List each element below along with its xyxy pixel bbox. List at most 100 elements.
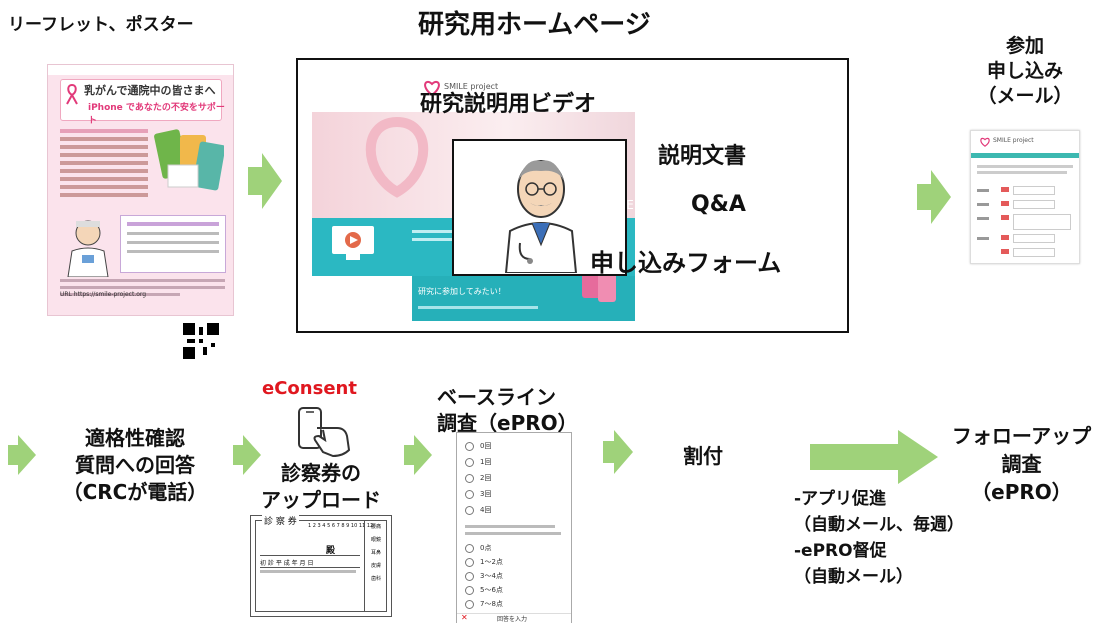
qa-label: Q&A [691,192,746,217]
eligibility-line1: 適格性確認 [85,426,185,450]
upload-line2: アップロード [261,488,381,512]
leaflet-participant-box [120,215,226,273]
monitor-play-icon [332,226,374,260]
form-text-line [977,165,1073,168]
epro-footer-bar: ✕ 回答を入力 [457,613,571,623]
leaflet-title-box [60,79,222,121]
side-label-4: 歯科 [370,576,381,582]
epro-option[interactable]: 4回 [465,505,491,515]
form-textarea[interactable] [1013,214,1071,230]
epro-option[interactable]: 0点 [465,543,491,553]
leaflet-heading: リーフレット、ポスター [8,15,194,35]
form-input[interactable] [1013,186,1055,195]
participation-label: 参加 申し込み （メール） [960,34,1090,109]
required-badge [1001,215,1009,220]
smartphone-touch-icon [298,407,351,458]
epro-option[interactable]: 0回 [465,441,491,451]
baseline-line2: 調査（ePRO） [437,411,578,435]
site-logo-text: SMILE project [444,82,499,91]
epro-option[interactable]: 3回 [465,489,491,499]
site-heading: 研究用ホームページ [418,10,651,40]
form-label: 申し込みフォーム [590,249,782,277]
arrow-consent-to-baseline [404,435,432,475]
epro-option[interactable]: 7〜8点 [465,599,503,609]
arrow-leaflet-to-site [248,153,282,209]
note-line2: （自動メール、毎週） [794,515,964,535]
application-form-screenshot: SMILE project [970,130,1080,264]
leaflet-url: URL https://smile-project.org [60,291,147,298]
video-label: 研究説明用ビデオ [420,92,597,117]
arrow-start [8,435,36,475]
epro-question-line [465,525,555,528]
card-line [260,555,360,556]
site-apply-banner-text: 研究に参加してみたい！ [418,287,506,296]
site-apply-banner[interactable]: 研究に参加してみたい！ [412,258,635,321]
logo-heart-icon [980,137,990,147]
upload-label: 診察券の アップロード [236,460,406,514]
radio-icon [465,571,474,581]
epro-question-line [465,532,561,535]
upload-line1: 診察券の [281,461,361,485]
form-input[interactable] [1013,248,1055,257]
side-label-2: 耳鼻 [370,550,381,556]
leaflet-body-lines [60,125,148,201]
form-input[interactable] [1013,200,1055,209]
eligibility-line2: 質問への回答 [75,453,195,477]
baseline-line1: ベースライン [437,385,556,409]
required-badge [1001,187,1009,192]
doctor-illustration-icon [504,160,578,273]
leaflet-header-strip [48,65,233,75]
epro-option[interactable]: 1回 [465,457,491,467]
epro-questionnaire-screenshot: 0回 1回 2回 3回 4回 0点 1〜2点 3〜4点 5〜6点 7〜8点 ✕ … [456,432,572,623]
patient-card-date-row: 初 診 平 成 年 月 日 [260,560,314,567]
form-field-label [977,237,989,240]
app-phones-icon [154,129,224,191]
eligibility-line3: （CRCが電話） [62,480,208,504]
note-line3: -ePRO督促 [794,541,887,561]
form-field-label [977,217,989,220]
arrow-allocation-to-followup [810,430,938,484]
radio-icon [465,473,474,483]
followup-line1: フォローアップ [951,424,1092,448]
patient-card-image: 診 察 券 1 2 3 4 5 6 7 8 9 10 11 12 殿 初 診 平… [250,514,392,617]
epro-option[interactable]: 2回 [465,473,491,483]
radio-icon [465,585,474,595]
allocation-label: 割付 [683,444,723,468]
arrow-site-to-application [917,170,951,224]
eligibility-label: 適格性確認 質問への回答 （CRCが電話） [40,425,230,506]
side-label-3: 皮膚 [370,563,381,569]
website-frame: SMILE project SMILE 研究に参加してみたい！ [296,58,849,333]
form-field-label [977,189,989,192]
form-input[interactable] [1013,234,1055,243]
card-line [260,567,360,568]
website-screenshot: SMILE project SMILE 研究に参加してみたい！ [312,76,635,321]
radio-icon [465,543,474,553]
epro-option[interactable]: 3〜4点 [465,571,503,581]
close-icon[interactable]: ✕ [461,613,468,622]
form-logo-text: SMILE project [993,137,1034,144]
patient-card-title: 診 察 券 [262,514,299,527]
leaflet-title: 乳がんで通院中の皆さまへ [84,84,216,97]
required-badge [1001,235,1009,240]
doctor-figure-icon [67,220,109,277]
patient-card-name-suffix: 殿 [326,546,336,556]
radio-icon [465,599,474,609]
patient-card-border: 診 察 券 1 2 3 4 5 6 7 8 9 10 11 12 殿 初 診 平… [255,514,387,612]
epro-submit-label[interactable]: 回答を入力 [497,616,528,623]
radio-icon [465,441,474,451]
epro-option[interactable]: 5〜6点 [465,585,503,595]
arrow-eligibility-to-consent [233,435,261,475]
followup-line3: （ePRO） [971,480,1072,504]
leaflet-image: 乳がんで通院中の皆さまへ iPhone であなたの不安をサポート URL htt… [47,64,234,359]
baseline-label: ベースライン 調査（ePRO） [437,384,578,436]
leaflet-subtitle: iPhone であなたの不安をサポート [88,103,225,126]
epro-option[interactable]: 1〜2点 [465,557,503,567]
radio-icon [465,505,474,515]
radio-icon [465,489,474,499]
side-label-0: 腰痛 [370,524,381,530]
logo-heart-icon [424,80,440,96]
note-line4: （自動メール） [794,567,913,587]
video-thumbnail[interactable] [452,139,627,276]
document-label: 説明文書 [658,144,747,169]
reminder-notes: -アプリ促進 （自動メール、毎週） -ePRO督促 （自動メール） [794,486,964,590]
